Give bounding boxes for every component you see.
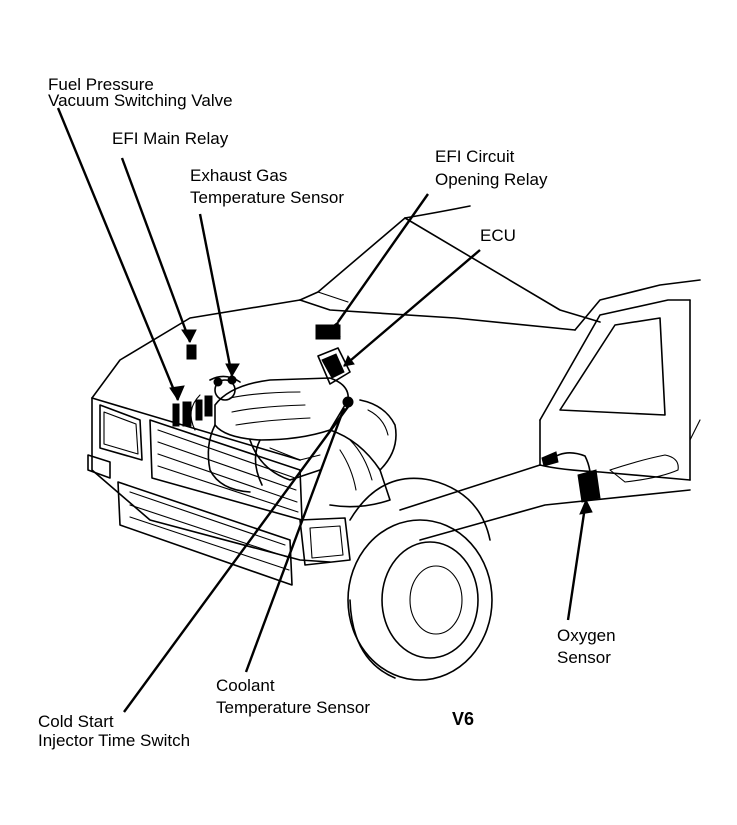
leader-efi-circuit [337,193,429,323]
label-fuel-pressure-line2: Vacuum Switching Valve [48,91,233,110]
leader-exhaust-gas [198,213,234,377]
components [172,324,601,503]
leader-coolant [244,407,346,673]
leader-lines [56,107,593,713]
label-efi-main-relay: EFI Main Relay [112,129,229,148]
label-ecu: ECU [480,226,516,245]
v6-engine [190,377,397,508]
leader-oxygen [566,499,588,621]
label-cold-start-line1: Cold Start [38,712,114,731]
label-fuel-pressure-line1: Fuel Pressure [48,75,154,94]
label-efi-circuit-line2: Opening Relay [435,170,548,189]
front-wheel [347,477,493,681]
leader-ecu [343,249,481,367]
engine-variant-label: V6 [452,709,475,729]
label-exhaust-gas-line2: Temperature Sensor [190,188,345,207]
leader-efi-main-relay [120,157,192,343]
label-coolant-line1: Coolant [216,676,275,695]
leader-cold-start [123,403,351,713]
cab-body [399,279,701,541]
label-cold-start-line2: Injector Time Switch [38,731,191,750]
label-exhaust-gas-line1: Exhaust Gas [190,166,288,185]
hood [299,205,601,331]
label-oxygen-line2: Sensor [557,648,611,667]
label-efi-circuit-line1: EFI Circuit [435,147,515,166]
label-coolant-line2: Temperature Sensor [216,698,371,717]
label-oxygen-line1: Oxygen [557,626,616,645]
leader-fuel-pressure [56,107,180,401]
front-end [87,299,351,586]
